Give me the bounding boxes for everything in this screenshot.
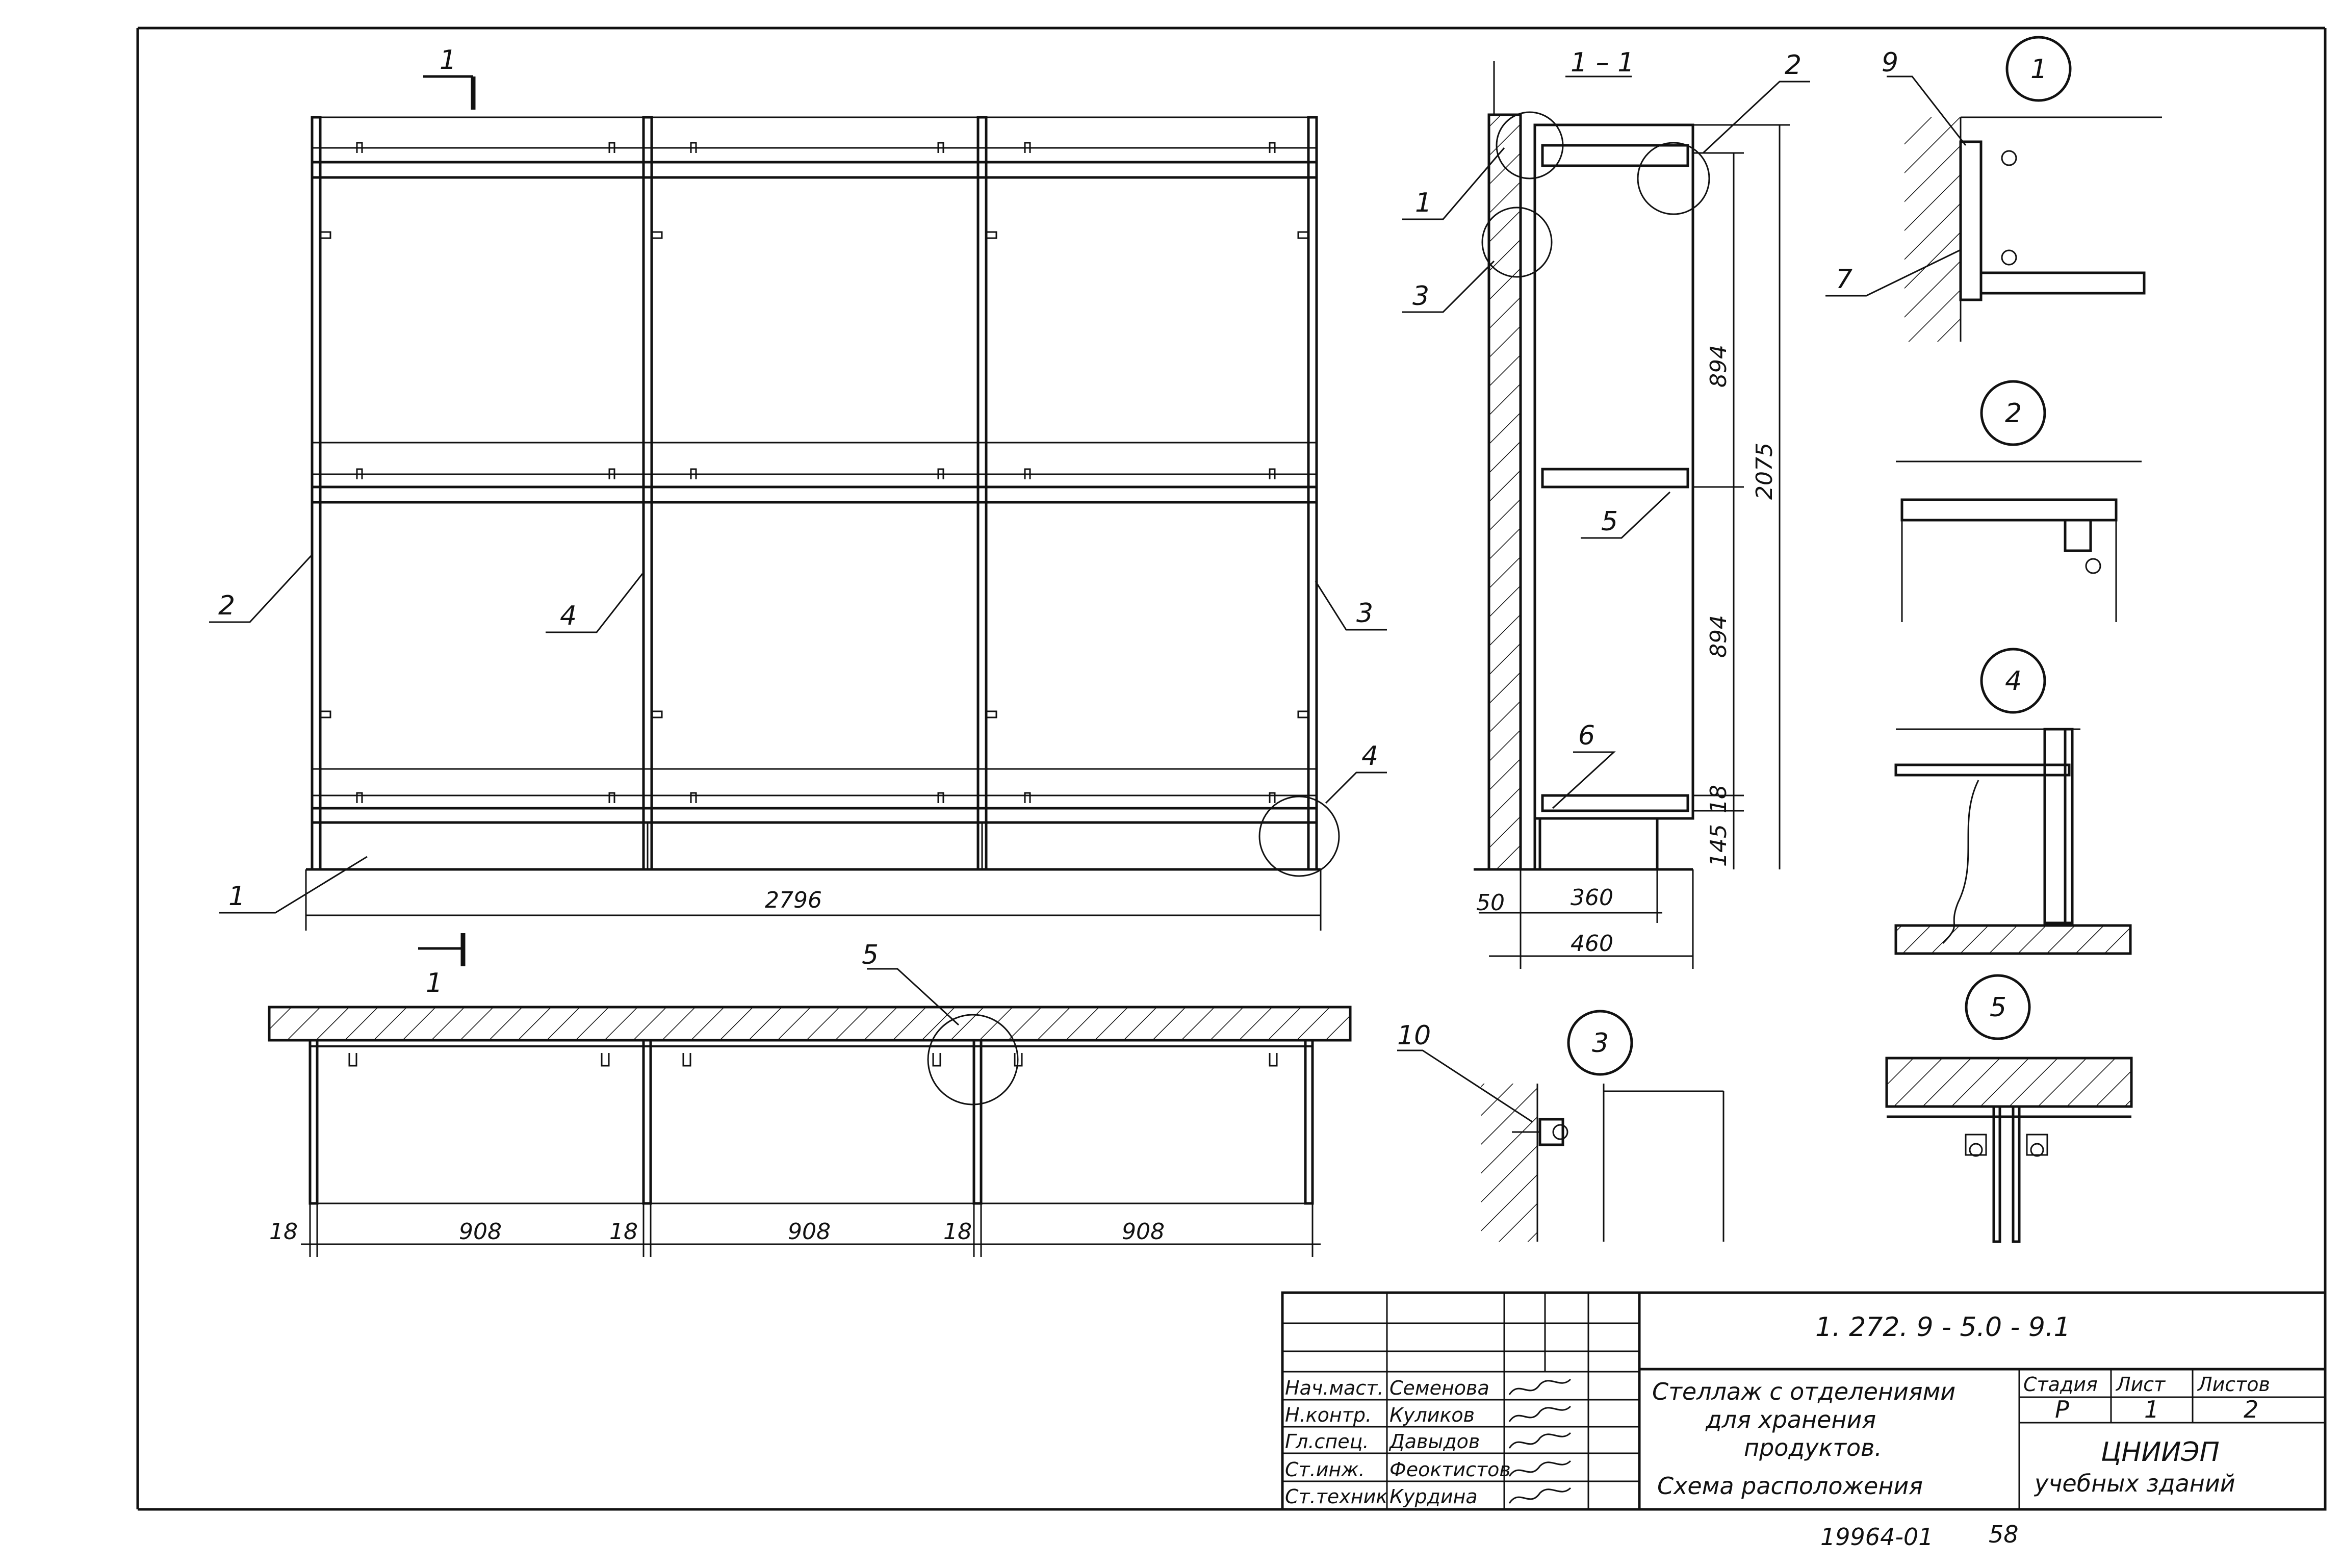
section-leader-1: 1 — [1415, 188, 1432, 218]
sheets-value: 2 — [2244, 1396, 2258, 1423]
plan-wall-hatch — [268, 1006, 1352, 1042]
leader-label-3: 3 — [1356, 598, 1373, 629]
role-4: Ст.техник — [1285, 1485, 1387, 1508]
front-view: 1 — [209, 45, 1387, 931]
org-line-1: ЦНИИЭП — [2101, 1437, 2220, 1468]
front-leaders: 2 4 3 1 4 — [209, 555, 1387, 914]
title-line-3: продуктов. — [1744, 1434, 1882, 1461]
section-leaders: 1 3 2 5 6 — [1402, 50, 1810, 809]
footer-page: 58 — [1989, 1521, 2019, 1548]
plan-dimensions: 18 908 18 908 18 908 — [269, 1203, 1321, 1257]
section-horizontal-dims: 50 360 460 — [1476, 869, 1694, 969]
detail-1-number: 1 — [2030, 54, 2047, 85]
role-3: Ст.инж. — [1285, 1458, 1365, 1481]
cut-marker-label: 1 — [440, 45, 456, 75]
section-leader-3: 3 — [1412, 281, 1429, 312]
detail-callout-circle-3 — [1481, 207, 1553, 278]
sheet-value: 1 — [2144, 1396, 2159, 1423]
section-dim-360: 360 — [1571, 885, 1613, 911]
name-0: Семенова — [1389, 1377, 1489, 1399]
detail-callout-circle-4 — [1258, 795, 1340, 877]
section-cut-marker-bottom: 1 — [418, 933, 466, 998]
detail-1: 1 9 7 — [1825, 36, 2162, 342]
plan-leader-5 — [867, 968, 960, 1026]
detail-3-number: 3 — [1592, 1028, 1609, 1059]
plan-posts — [308, 1039, 1314, 1205]
overall-width-value: 2796 — [765, 887, 822, 913]
section-shelf-outline — [1533, 123, 1694, 869]
detail-callout-circle-1 — [1496, 111, 1564, 179]
section-dim-145: 145 — [1706, 824, 1732, 867]
section-leader-2: 2 — [1785, 50, 1801, 81]
name-3: Феоктистов — [1389, 1458, 1511, 1481]
detail-4-number: 4 — [2005, 666, 2022, 697]
title-line-4: Схема расположения — [1657, 1472, 1923, 1500]
plan-dim-5: 908 — [1122, 1219, 1165, 1245]
section-dim-894-lower: 894 — [1706, 615, 1732, 658]
detail-2: 2 — [1896, 380, 2142, 622]
leader-label-2: 2 — [218, 590, 235, 621]
detail-callout-circle-5 — [927, 1014, 1019, 1106]
title-block: 1. 272. 9 - 5.0 - 9.1 Нач.маст. Семенова… — [1281, 1291, 2327, 1511]
plan-dim-4: 18 — [943, 1219, 972, 1245]
stage-label: Стадия — [2023, 1373, 2098, 1396]
section-dim-460: 460 — [1571, 931, 1613, 957]
section-vertical-dims: 894 894 18 145 2075 — [1693, 124, 1790, 869]
detail-3-leader-10: 10 — [1397, 1020, 1431, 1051]
footer-number: 19964-01 — [1820, 1523, 1933, 1551]
section-dim-18: 18 — [1706, 785, 1732, 813]
section-leader-5: 5 — [1601, 506, 1618, 537]
leader-label-4b: 4 — [1361, 741, 1378, 772]
detail-5-number: 5 — [1990, 992, 2006, 1023]
detail-5: 5 — [1885, 974, 2133, 1243]
detail-2-number: 2 — [2005, 398, 2022, 429]
sheets-label: Листов — [2197, 1373, 2270, 1396]
role-1: Н.контр. — [1285, 1404, 1372, 1426]
role-2: Гл.спец. — [1285, 1430, 1369, 1453]
leader-label-1: 1 — [228, 881, 245, 912]
rack-posts — [311, 116, 1318, 871]
sheet-label: Лист — [2115, 1373, 2166, 1396]
plan-dim-2: 18 — [609, 1219, 638, 1245]
signature-marks — [1508, 1378, 1572, 1504]
title-line-2: для хранения — [1705, 1406, 1876, 1433]
detail-callout-circle-2 — [1637, 142, 1710, 215]
section-view: 1 – 1 1 3 2 5 6 — [1402, 47, 1810, 969]
detail-3: 3 10 — [1397, 1010, 1725, 1242]
rack-shelves — [306, 116, 1321, 871]
detail-1-leader-9: 9 — [1882, 47, 1898, 78]
section-leader-6: 6 — [1578, 721, 1595, 751]
section-dim-50: 50 — [1476, 890, 1505, 916]
org-line-2: учебных зданий — [2034, 1470, 2235, 1497]
name-4: Курдина — [1389, 1485, 1478, 1508]
title-line-1: Стеллаж с отделениями — [1652, 1378, 1955, 1405]
plan-dim-0: 18 — [269, 1219, 298, 1245]
drawing-code: 1. 272. 9 - 5.0 - 9.1 — [1815, 1312, 2071, 1343]
overall-width-dimension: 2796 — [305, 869, 1322, 931]
section-cut-marker-top: 1 — [423, 45, 476, 110]
section-wall — [1487, 113, 1522, 871]
plan-dim-1: 908 — [459, 1219, 502, 1245]
name-1: Куликов — [1389, 1404, 1475, 1426]
plan-brackets — [348, 1053, 1278, 1067]
stage-value: Р — [2055, 1396, 2069, 1423]
plan-leader-label-5: 5 — [862, 940, 879, 970]
section-dim-2075: 2075 — [1752, 443, 1778, 500]
leader-label-4: 4 — [560, 601, 577, 631]
shelf-brackets — [320, 142, 1308, 803]
plan-view: 1 5 18 908 18 9 — [268, 933, 1352, 1257]
cut-marker-label-bottom: 1 — [426, 968, 443, 998]
role-0: Нач.маст. — [1285, 1377, 1383, 1399]
detail-1-leader-7: 7 — [1836, 264, 1852, 295]
name-2: Давыдов — [1388, 1430, 1480, 1453]
plan-dim-3: 908 — [788, 1219, 831, 1245]
section-dim-894-upper: 894 — [1706, 345, 1732, 388]
detail-4: 4 — [1894, 648, 2132, 955]
section-title: 1 – 1 — [1571, 47, 1634, 78]
